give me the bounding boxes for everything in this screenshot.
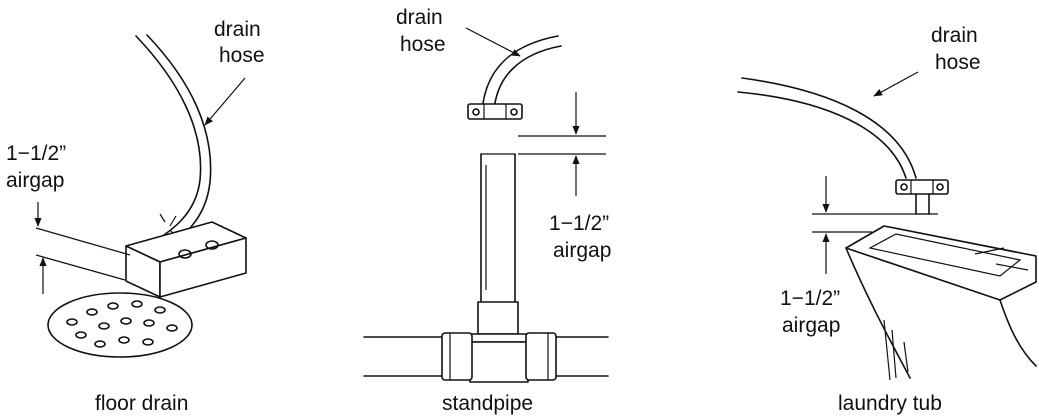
standpipe-pipe <box>363 153 609 383</box>
laundry-tub-panel: drain hose 1−1/2” airgap laundry tub <box>737 24 1037 415</box>
standpipe-panel: drain hose 1−1/2” airgap standpipe <box>363 6 611 415</box>
laundry-tub-hose-label-2: hose <box>935 51 981 74</box>
floor-drain-panel: drain hose 1−1/2” airgap floor drain <box>6 18 265 415</box>
standpipe-caption: standpipe <box>442 392 533 415</box>
laundry-tub-basin <box>845 225 1037 381</box>
laundry-tub-hose-label-1: drain <box>931 24 978 47</box>
laundry-tub-airgap-label-1: 1−1/2” <box>780 287 840 310</box>
standpipe-airgap-label-2: airgap <box>553 239 611 262</box>
floor-drain-airgap-label-2: airgap <box>6 169 64 192</box>
floor-drain-hose-label-1: drain <box>214 18 261 41</box>
laundry-tub-airgap-label-2: airgap <box>782 314 840 337</box>
laundry-tub-hose <box>741 77 917 179</box>
floor-drain-airgap-label-1: 1−1/2” <box>6 142 66 165</box>
floor-drain-caption: floor drain <box>95 392 188 415</box>
standpipe-airgap-label-1: 1−1/2” <box>549 212 609 235</box>
floor-drain-grate <box>47 292 193 358</box>
floor-drain-hose-label-2: hose <box>219 44 265 67</box>
floor-drain-block <box>125 221 247 298</box>
laundry-tub-caption: laundry tub <box>838 392 942 415</box>
standpipe-hose <box>481 35 559 113</box>
standpipe-hose-label-2: hose <box>400 33 446 56</box>
floor-drain-hose <box>135 35 202 245</box>
standpipe-hose-label-1: drain <box>396 6 443 29</box>
